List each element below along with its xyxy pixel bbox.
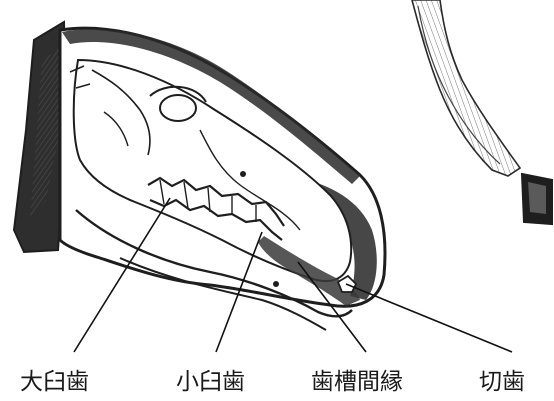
- label-interdental-margin: 歯槽間縁: [311, 371, 403, 394]
- orbit: [160, 95, 196, 121]
- hoof-block-highlight: [528, 182, 546, 214]
- infraorbital-foramen: [240, 171, 246, 177]
- bone-fragment: [412, 0, 520, 176]
- mental-foramen: [273, 281, 279, 287]
- label-molars: 大臼歯: [20, 371, 89, 394]
- leader-incisors: [346, 284, 512, 352]
- label-premolars: 小臼歯: [176, 371, 245, 394]
- label-incisors: 切歯: [479, 371, 525, 394]
